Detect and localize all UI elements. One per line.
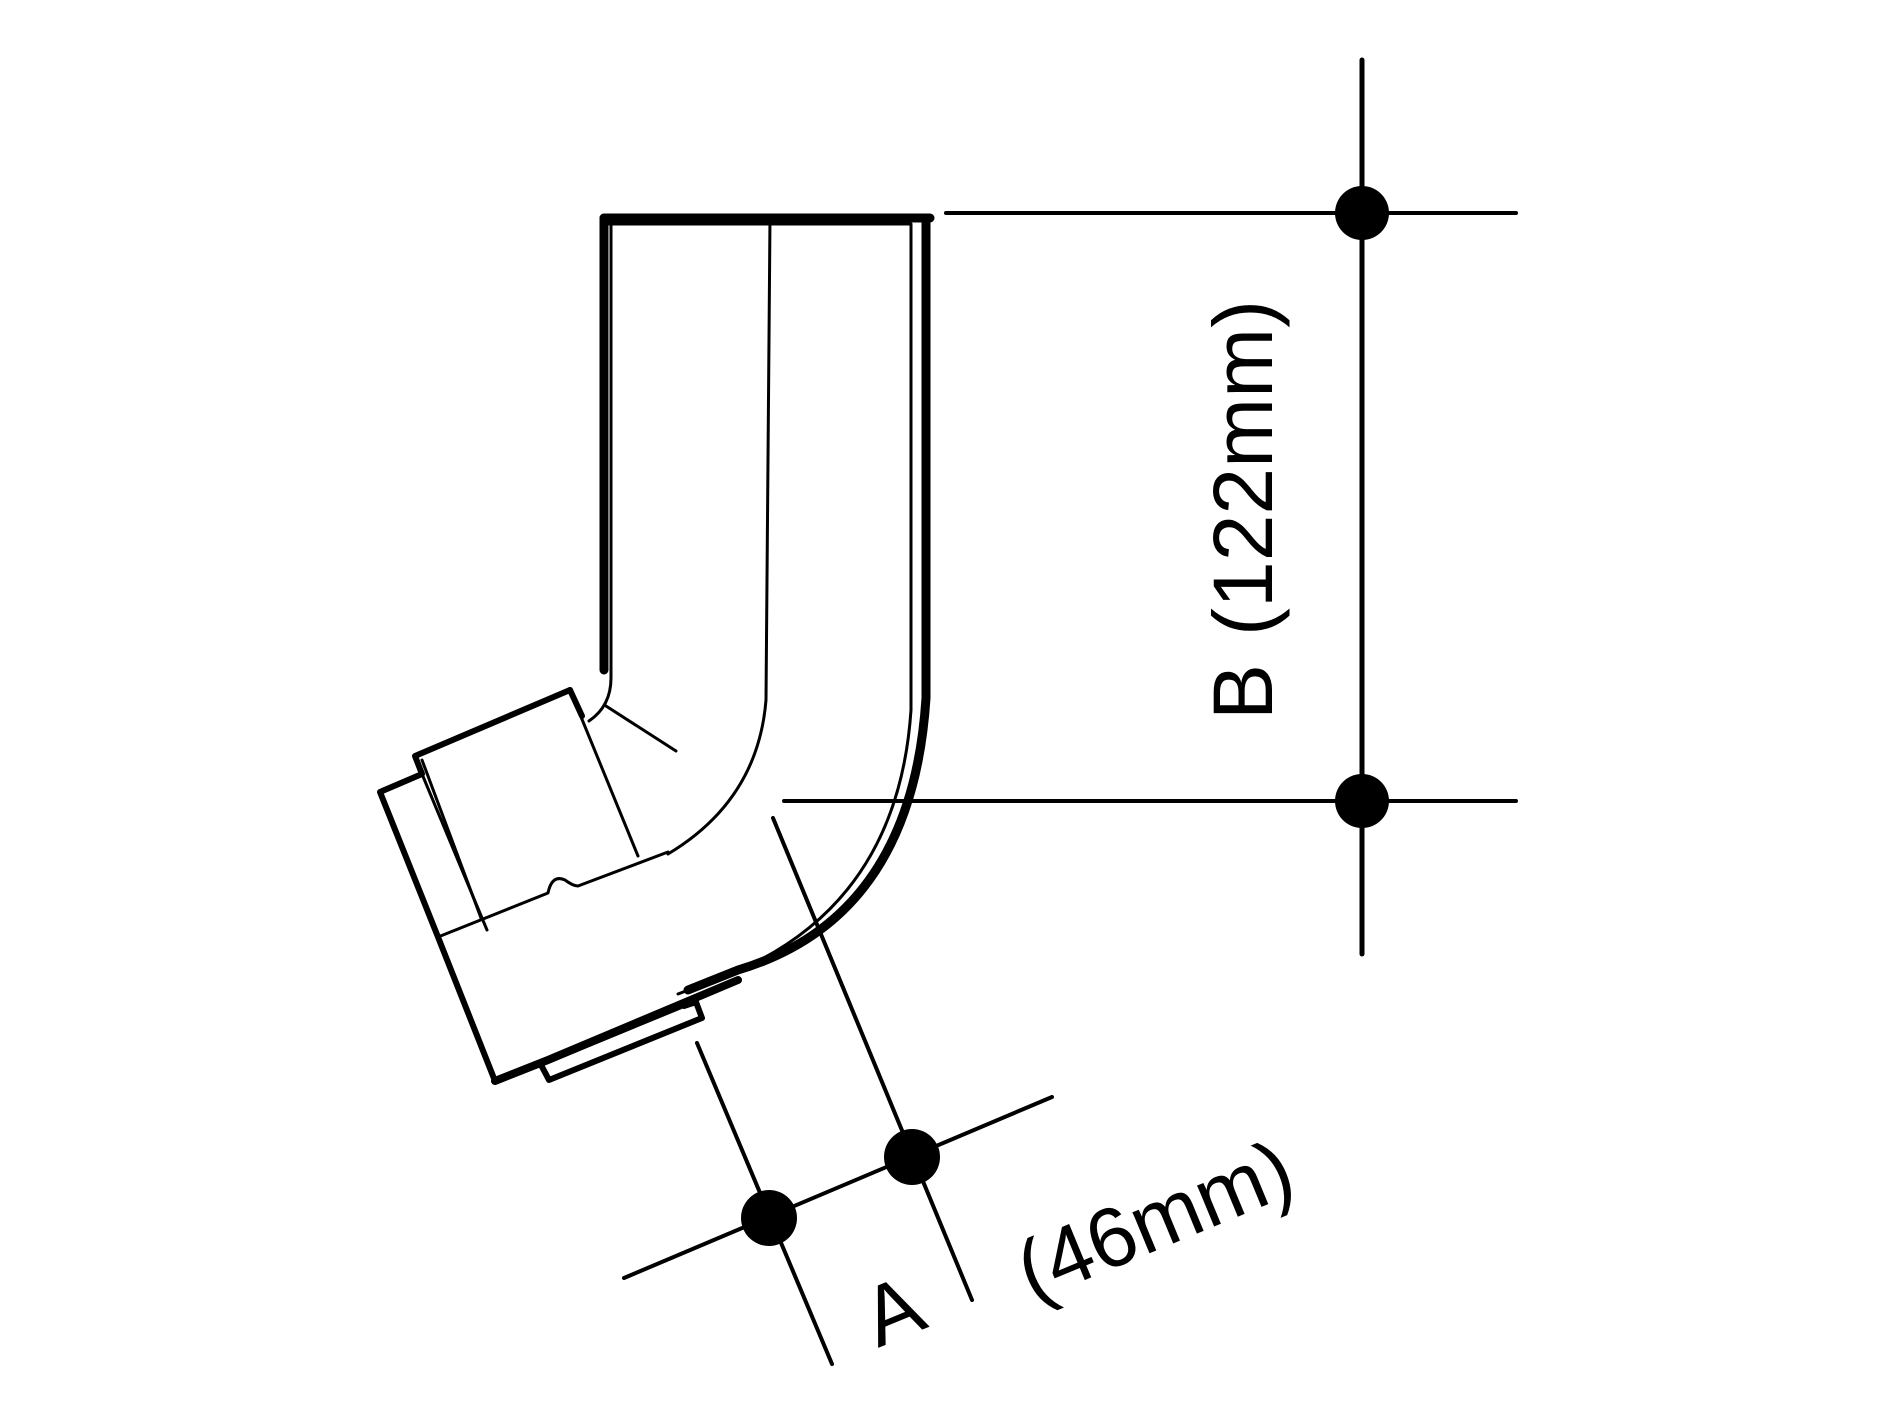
dimension-b-value: (122mm)	[1196, 300, 1290, 636]
dimension-b-bottom-point	[1335, 774, 1389, 828]
socket-clip-inner	[552, 1002, 692, 1062]
dimension-a-right-extension	[771, 816, 974, 1302]
socket-body-left	[420, 758, 483, 920]
fitting-inner-bend-line	[604, 704, 678, 753]
fitting-left-wall-inner	[587, 222, 613, 723]
dimension-b-top-point	[1335, 186, 1389, 240]
fitting-outer-wall	[683, 213, 931, 995]
dimension-a-letter: A	[849, 1256, 937, 1364]
dimension-a-right-point	[884, 1129, 940, 1185]
socket-bottom-edge	[491, 976, 742, 1085]
socket-body-divider	[568, 688, 640, 858]
socket-clip	[537, 999, 705, 1083]
fitting-inner-seam	[666, 216, 772, 856]
dimension-a-line	[622, 1095, 1054, 1280]
dimension-a-value: (46mm)	[1003, 1121, 1306, 1319]
socket-flange	[377, 687, 573, 1084]
elbow-fitting	[377, 213, 935, 1085]
dimension-a-left-point	[741, 1190, 797, 1246]
socket-lower-lip	[436, 850, 670, 939]
dimension-b	[782, 57, 1518, 957]
dimension-b-letter: B	[1196, 664, 1290, 720]
fitting-outer-wall-inner	[676, 222, 913, 996]
